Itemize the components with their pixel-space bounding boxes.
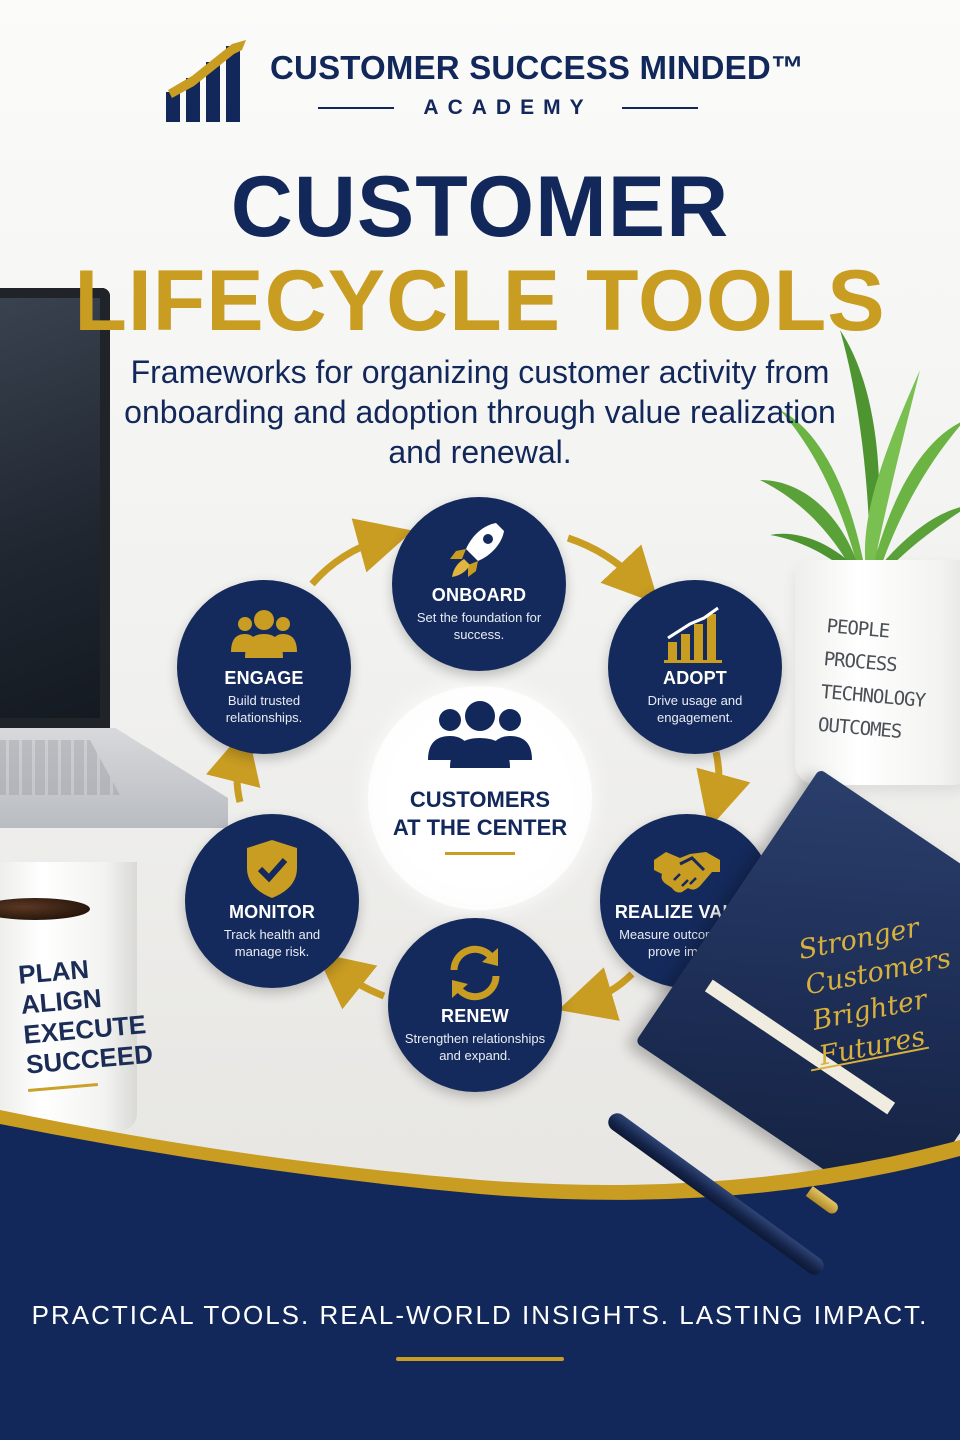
stage-description: Set the foundation for success.	[416, 610, 542, 642]
arrow-adopt-to-realize	[696, 751, 751, 830]
stage-title: ONBOARD	[431, 585, 527, 605]
coffee-icon	[0, 898, 90, 920]
stage-title: ADOPT	[663, 668, 727, 688]
stage-description: Track health and manage risk.	[223, 927, 321, 959]
shield-check-icon	[247, 840, 297, 898]
brand-name: CUSTOMER SUCCESS MINDED™	[270, 49, 805, 86]
stage-description: Drive usage and engagement.	[647, 693, 743, 725]
page-subtitle: Frameworks for organizing customer activ…	[124, 354, 836, 470]
center-label-line1: CUSTOMERS	[409, 787, 551, 812]
center-label: CUSTOMERS AT THE CENTER	[368, 786, 592, 842]
stage-description: Build trusted relationships.	[225, 693, 303, 725]
stage-adopt: ADOPT Drive usage and engagement.	[608, 580, 782, 754]
bar-chart-logo-icon	[166, 40, 246, 122]
footer-underline	[396, 1357, 564, 1361]
brand-divider-left	[318, 107, 394, 109]
arrow-onboard-to-adopt	[566, 534, 660, 605]
arrow-realize-to-renew	[558, 967, 635, 1021]
stage-engage: ENGAGE Build trusted relationships.	[177, 580, 351, 754]
stage-monitor: MONITOR Track health and manage risk.	[185, 814, 359, 988]
stage-onboard: ONBOARD Set the foundation for success.	[392, 497, 566, 671]
arrow-monitor-to-engage	[206, 726, 261, 803]
people-group-icon	[231, 610, 297, 658]
plant-pot	[795, 560, 960, 785]
page-title-line1: CUSTOMER	[230, 159, 730, 255]
notebook-text: Stronger Customers Brighter Futures	[796, 905, 960, 1075]
page-title-line2: LIFECYCLE TOOLS	[74, 253, 886, 349]
laptop-screen	[0, 288, 110, 728]
stage-description: Strengthen relationships and expand.	[404, 1031, 546, 1063]
arrow-engage-to-onboard	[309, 518, 414, 587]
stage-title: MONITOR	[228, 902, 316, 922]
arrow-renew-to-monitor	[316, 952, 386, 1010]
handshake-icon	[654, 852, 720, 893]
brand-divider-right	[622, 107, 698, 109]
brand-subtitle: ACADEMY	[423, 96, 593, 119]
footer-tagline: PRACTICAL TOOLS. REAL-WORLD INSIGHTS. LA…	[31, 1300, 929, 1330]
stage-title: RENEW	[441, 1006, 509, 1026]
people-group-icon	[428, 701, 532, 768]
rocket-icon	[450, 523, 504, 577]
stage-renew: RENEW Strengthen relationships and expan…	[388, 918, 562, 1092]
bar-chart-icon	[664, 606, 722, 663]
center-underline	[445, 852, 515, 855]
center-label-line2: AT THE CENTER	[392, 815, 568, 840]
refresh-icon	[450, 945, 500, 1001]
stage-title: ENGAGE	[224, 668, 304, 688]
cycle-arrows	[206, 518, 751, 1021]
